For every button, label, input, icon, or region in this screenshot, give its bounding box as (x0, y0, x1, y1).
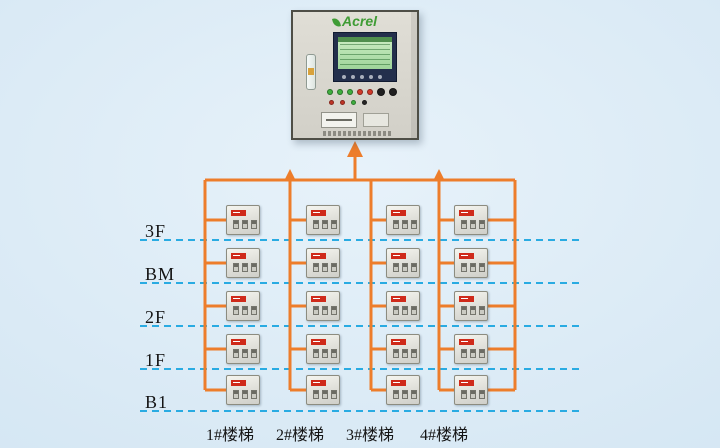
device-buttons (461, 263, 485, 272)
device-red-tag (391, 380, 406, 386)
device-buttons (313, 220, 337, 229)
device-red-tag (459, 339, 474, 345)
arrow-up-riser2 (284, 169, 296, 181)
power-monitor-device (306, 205, 340, 235)
device-red-tag (311, 296, 326, 302)
device-buttons (233, 349, 257, 358)
device-buttons (393, 263, 417, 272)
arrow-up-to-cabinet (347, 141, 363, 157)
device-red-tag (231, 210, 246, 216)
power-monitor-device (226, 334, 260, 364)
floor-label-b1: B1 (145, 392, 169, 412)
device-red-tag (231, 339, 246, 345)
aux-panel (363, 113, 389, 127)
device-buttons (233, 220, 257, 229)
power-monitor-device (226, 375, 260, 405)
device-red-tag (311, 380, 326, 386)
power-monitor-device (226, 205, 260, 235)
device-red-tag (459, 296, 474, 302)
stair-label-3: 3#楼梯 (345, 427, 394, 444)
power-monitor-device (386, 334, 420, 364)
device-red-tag (391, 339, 406, 345)
device-buttons (313, 306, 337, 315)
power-monitor-device (306, 375, 340, 405)
power-monitor-device (306, 291, 340, 321)
power-monitor-device (306, 248, 340, 278)
screen-keys (342, 75, 382, 79)
screen-display (338, 37, 392, 69)
cabinet-nameplate (323, 131, 391, 136)
brand-logo: Acrel (293, 13, 417, 29)
printer-slot (321, 112, 357, 128)
device-red-tag (311, 253, 326, 259)
power-monitor-device (386, 248, 420, 278)
device-buttons (393, 306, 417, 315)
flow-arrows (284, 141, 445, 181)
brand-text: Acrel (341, 13, 378, 29)
device-buttons (233, 390, 257, 399)
stair-label-4: 4#楼梯 (419, 427, 468, 444)
device-red-tag (391, 210, 406, 216)
floor-label-2f: 2F (145, 307, 167, 327)
device-buttons (461, 306, 485, 315)
power-monitor-device (386, 291, 420, 321)
bus-lines (203, 155, 517, 392)
indicator-lights-row2 (329, 100, 367, 105)
floor-label-3f: 3F (145, 221, 167, 241)
device-red-tag (391, 296, 406, 302)
leaf-icon (331, 17, 341, 28)
power-monitor-device (454, 334, 488, 364)
device-buttons (313, 390, 337, 399)
floor-divider-lines (140, 239, 580, 412)
floor-label-1f: 1F (145, 350, 167, 370)
device-buttons (461, 349, 485, 358)
power-monitor-device (306, 334, 340, 364)
device-buttons (233, 306, 257, 315)
power-monitor-device (226, 248, 260, 278)
hmi-screen (333, 32, 397, 82)
device-buttons (393, 220, 417, 229)
device-buttons (461, 390, 485, 399)
device-buttons (461, 220, 485, 229)
device-red-tag (231, 296, 246, 302)
power-monitor-device (386, 375, 420, 405)
device-red-tag (459, 210, 474, 216)
device-buttons (393, 390, 417, 399)
device-buttons (233, 263, 257, 272)
device-red-tag (459, 380, 474, 386)
arrow-up-riser4 (433, 169, 445, 181)
power-monitor-device (454, 291, 488, 321)
stair-label-1: 1#楼梯 (205, 427, 254, 444)
device-red-tag (459, 253, 474, 259)
power-monitor-device (454, 205, 488, 235)
stair-label-2: 2#楼梯 (275, 427, 324, 444)
device-red-tag (311, 339, 326, 345)
indicator-lights-row1 (327, 88, 397, 96)
device-buttons (313, 349, 337, 358)
device-buttons (313, 263, 337, 272)
glass-tube-indicator (306, 54, 316, 90)
floor-label-bm: BM (145, 264, 176, 284)
device-red-tag (231, 253, 246, 259)
monitor-cabinet: Acrel (291, 10, 419, 140)
device-buttons (393, 349, 417, 358)
device-red-tag (391, 253, 406, 259)
power-monitor-device (386, 205, 420, 235)
device-red-tag (231, 380, 246, 386)
power-monitor-device (226, 291, 260, 321)
device-red-tag (311, 210, 326, 216)
power-monitor-device (454, 248, 488, 278)
power-monitor-device (454, 375, 488, 405)
